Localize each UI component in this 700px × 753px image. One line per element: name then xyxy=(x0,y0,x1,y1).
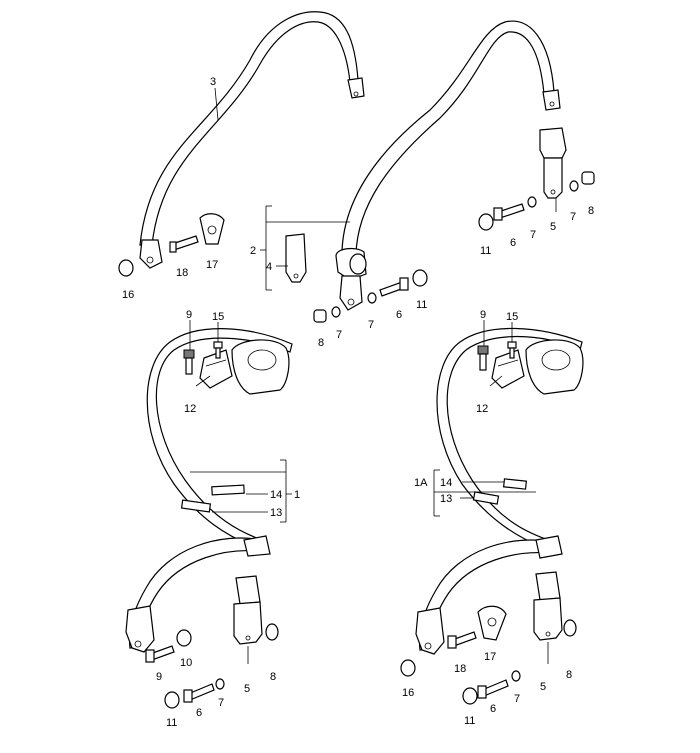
nut-8-mid xyxy=(313,309,327,323)
callout-11-tr: 11 xyxy=(480,245,491,257)
belt-strap-2 xyxy=(335,20,561,311)
callout-6-right: 6 xyxy=(490,703,496,715)
callout-10: 10 xyxy=(180,657,192,669)
callout-8-mid: 8 xyxy=(318,337,324,349)
washer-7-mid-a xyxy=(331,306,341,318)
cap-16-lower xyxy=(400,659,416,677)
retractor-reel-right xyxy=(491,339,584,395)
callout-1: 1 xyxy=(294,489,300,501)
bolt-18 xyxy=(169,235,199,253)
callout-18-lower: 18 xyxy=(454,663,466,675)
callout-2: 2 xyxy=(250,245,256,257)
nut-8-left xyxy=(265,623,279,641)
cap-11-right xyxy=(462,687,478,705)
spacer-10 xyxy=(176,629,192,647)
callout-9-right: 9 xyxy=(480,309,486,321)
washer-7-top-right xyxy=(569,180,579,192)
callout-13-left: 13 xyxy=(270,507,282,519)
callout-7-right: 7 xyxy=(514,693,520,705)
callout-5-top: 5 xyxy=(550,221,556,233)
callout-16-lower: 16 xyxy=(402,687,414,699)
callout-5-right: 5 xyxy=(540,681,546,693)
bolt-6-mid xyxy=(379,277,409,297)
belt-strap-1A xyxy=(415,327,583,655)
callout-7-tr1: 7 xyxy=(570,211,576,223)
cap-16 xyxy=(118,259,134,277)
callout-1A: 1A xyxy=(414,477,428,489)
callout-15-right: 15 xyxy=(506,311,518,323)
callout-3: 3 xyxy=(210,76,216,88)
callout-12-right: 12 xyxy=(476,403,488,415)
callout-7-left: 7 xyxy=(218,697,224,709)
nut-8-top-right xyxy=(581,171,595,185)
bolt-6-left xyxy=(183,683,215,703)
callout-18: 18 xyxy=(176,267,188,279)
retractor-reel-left xyxy=(199,339,290,395)
callout-9-left: 9 xyxy=(186,309,192,321)
bolt-18-lower xyxy=(447,631,477,649)
callout-7-tr2: 7 xyxy=(530,229,536,241)
cap-11-top xyxy=(478,213,494,231)
callout-4: 4 xyxy=(266,261,272,273)
callout-8-tr: 8 xyxy=(588,205,594,217)
callout-17: 17 xyxy=(206,259,218,271)
belt-strap-1 xyxy=(125,328,293,653)
buckle-5-top xyxy=(539,127,567,199)
buckle-5-right xyxy=(533,571,563,641)
cover-14-left xyxy=(211,484,245,496)
washer-7-left xyxy=(215,678,225,690)
callout-11-left: 11 xyxy=(166,717,177,729)
cover-14-right xyxy=(502,478,528,490)
buckle-tongue-4 xyxy=(285,233,307,283)
cover-13-left xyxy=(180,499,212,513)
callout-12-left: 12 xyxy=(184,403,196,415)
callout-7-mid-b: 7 xyxy=(368,319,374,331)
cap-11-left xyxy=(164,691,180,709)
bolt-6-right xyxy=(477,679,509,699)
callout-13-right: 13 xyxy=(440,493,452,505)
callout-8-right: 8 xyxy=(566,669,572,681)
buckle-5-left xyxy=(233,575,263,645)
cover-13-right xyxy=(472,491,500,505)
callout-17-lower: 17 xyxy=(484,651,496,663)
cap-11-mid xyxy=(412,269,428,287)
belt-guide-17-lower xyxy=(477,605,507,641)
bolt-9-right xyxy=(477,345,489,371)
washer-7-top-mid xyxy=(527,196,537,208)
callout-11-right: 11 xyxy=(464,715,475,727)
callout-16: 16 xyxy=(122,289,134,301)
belt-strap-3 xyxy=(139,11,365,269)
callout-8-left: 8 xyxy=(270,671,276,683)
callout-6-mid: 6 xyxy=(396,309,402,321)
washer-7-mid-b xyxy=(367,292,377,304)
callout-14-right: 14 xyxy=(440,477,452,489)
washer-7-right xyxy=(511,670,521,682)
callout-14-left: 14 xyxy=(270,489,282,501)
callout-6-left: 6 xyxy=(196,707,202,719)
callout-11-mid: 11 xyxy=(416,299,427,311)
nut-8-right xyxy=(563,619,577,637)
callout-9-lower: 9 xyxy=(156,671,162,683)
callout-15-left: 15 xyxy=(212,311,224,323)
callout-7-mid-a: 7 xyxy=(336,329,342,341)
bolt-9-left xyxy=(183,349,195,375)
callout-6-tr: 6 xyxy=(510,237,516,249)
screw-15-left xyxy=(213,341,223,359)
bolt-6-top xyxy=(493,203,525,221)
callout-5-left: 5 xyxy=(244,683,250,695)
bolt-9-lower xyxy=(145,645,175,663)
belt-guide-17 xyxy=(199,213,225,245)
